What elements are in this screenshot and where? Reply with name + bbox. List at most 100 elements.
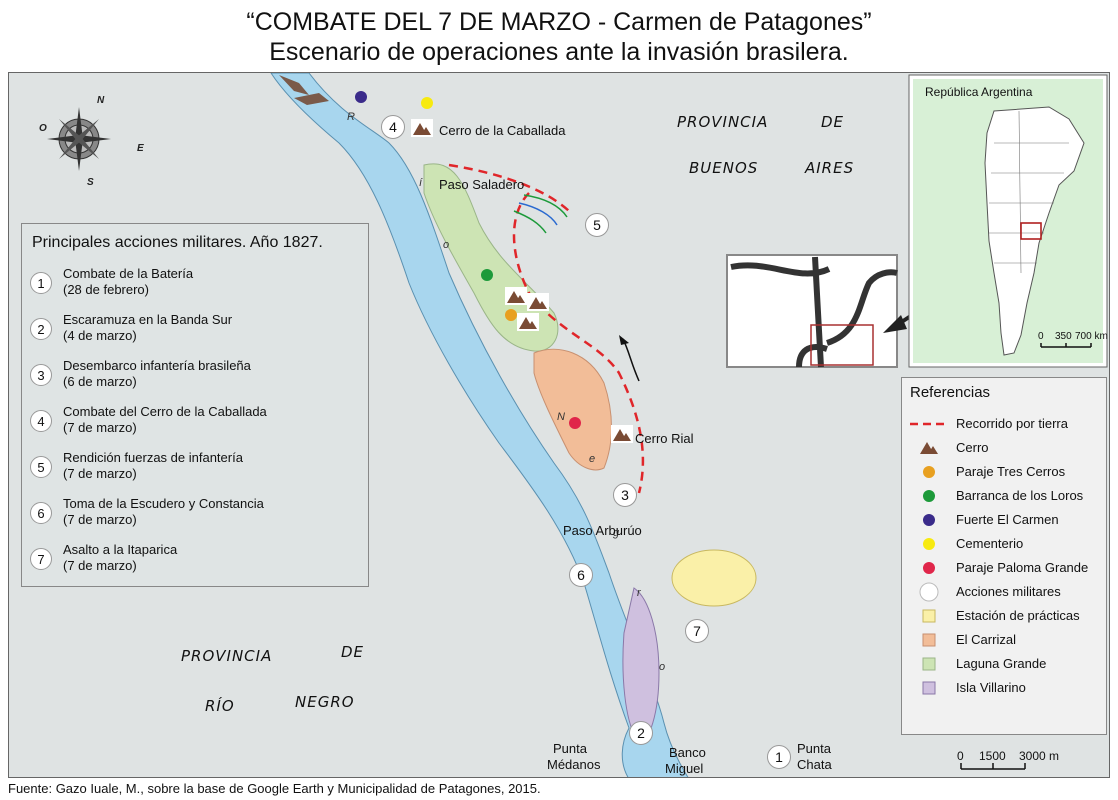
legend-label: El Carrizal — [956, 632, 1016, 647]
references-title: Referencias — [910, 384, 991, 401]
legend-item: Paraje Paloma Grande — [908, 558, 1109, 578]
zoom-inset-highlight — [810, 324, 874, 366]
legend-label: Fuerte El Carmen — [956, 512, 1059, 527]
blue-arrow — [518, 202, 558, 226]
legend-item: Laguna Grande — [908, 654, 1109, 674]
river-letter: e — [589, 453, 596, 465]
legend-item: Barranca de los Loros — [908, 486, 1109, 506]
legend-label: Cerro — [956, 440, 989, 455]
river-letter: r — [637, 587, 641, 599]
green-arrow-2 — [513, 210, 547, 234]
legend-item: Cerro — [908, 438, 1109, 458]
paso-arburuo-label: Paso Arburúo — [563, 523, 642, 538]
white-circle-icon — [919, 582, 939, 602]
map-action-7: 7 — [685, 619, 709, 643]
prov-buenos-aires: PROVINCIA — [677, 113, 769, 131]
prov-buenos-aires: DE — [821, 113, 845, 131]
cerro-rial-label: Cerro Rial — [635, 431, 694, 446]
map-action-4: 4 — [381, 115, 405, 139]
action-name: Escaramuza en la Banda Sur — [63, 312, 233, 327]
action-name: Toma de la Escudero y Constancia — [63, 496, 264, 511]
punta-medanos-label: Punta — [553, 741, 587, 756]
action-date: (7 de marzo) — [63, 466, 137, 481]
mountain-icon — [920, 442, 938, 454]
action-name: Combate del Cerro de la Caballada — [63, 404, 267, 419]
el-carrizal — [533, 348, 612, 471]
river-letter: o — [659, 661, 666, 673]
action-number: 2 — [30, 318, 52, 340]
lilac-square-icon — [922, 681, 936, 695]
action-number: 7 — [30, 548, 52, 570]
compass-o: O — [39, 123, 47, 134]
main-scale-1500: 1500 — [979, 749, 1006, 763]
legend-item: Estación de prácticas — [908, 606, 1109, 626]
action-number: 1 — [30, 272, 52, 294]
legend-label: Isla Villarino — [956, 680, 1026, 695]
yellow-square-icon — [922, 609, 936, 623]
mountain-icon — [517, 313, 539, 331]
dashed-route-icon — [910, 422, 948, 426]
compass-s: S — [87, 177, 94, 188]
main-scale-0: 0 — [957, 749, 964, 763]
inset-scale-700: 700 km — [1075, 331, 1108, 342]
yellow-dot-icon — [923, 538, 935, 550]
green-square-icon — [922, 657, 936, 671]
prov-rio-negro: RÍO — [205, 697, 235, 715]
main-scale-bar — [960, 763, 1026, 770]
legend-label: Recorrido por tierra — [956, 416, 1068, 431]
legend-item: Isla Villarino — [908, 678, 1109, 698]
punta-medanos-label: Médanos — [547, 757, 601, 772]
main-scale-3000: 3000 m — [1019, 749, 1060, 763]
action-date: (4 de marzo) — [63, 328, 137, 343]
action-name: Combate de la Batería — [63, 266, 194, 281]
mountain-icon — [527, 293, 549, 311]
action-date: (28 de febrero) — [63, 282, 149, 297]
legend-item: El Carrizal — [908, 630, 1109, 650]
action-date: (7 de marzo) — [63, 420, 137, 435]
legend-item: Fuerte El Carmen — [908, 510, 1109, 530]
source-caption: Fuente: Gazo Iuale, M., sobre la base de… — [8, 781, 541, 796]
prov-rio-negro: NEGRO — [295, 693, 355, 711]
paso-saladero-label: Paso Saladero — [439, 177, 525, 192]
island-top-1 — [279, 75, 309, 95]
river-letter: í — [419, 177, 423, 189]
prov-buenos-aires: AIRES — [805, 159, 855, 177]
references-legend: Referencias Recorrido por tierra Cerro P… — [901, 377, 1107, 735]
inset-scale-0: 0 — [1038, 331, 1044, 342]
pointer-arrow-head — [883, 315, 907, 333]
zoom-inset-roads — [730, 256, 898, 368]
action-date: (7 de marzo) — [63, 558, 137, 573]
punta-chata-label: Chata — [797, 757, 832, 772]
action-name: Asalto a la Itaparica — [63, 542, 178, 557]
purple-dot-icon — [923, 514, 935, 526]
route-arrow-head — [619, 335, 629, 345]
banco-miguel-label: Miguel — [665, 761, 704, 776]
banco-miguel-label: Banco — [669, 745, 706, 760]
legend-item: Paraje Tres Cerros — [908, 462, 1109, 482]
river-letter: R — [347, 111, 355, 123]
mountain-icon — [411, 119, 433, 137]
legend-label: Paraje Paloma Grande — [956, 560, 1089, 575]
action-name: Desembarco infantería brasileña — [63, 358, 251, 373]
river-letter: g — [613, 527, 620, 539]
map-action-1: 1 — [767, 745, 791, 769]
legend-label: Paraje Tres Cerros — [956, 464, 1066, 479]
action-date: (7 de marzo) — [63, 512, 137, 527]
river-letter: o — [443, 239, 450, 251]
paloma-grande-dot — [569, 417, 581, 429]
map-title-line2: Escenario de operaciones ante la invasió… — [269, 38, 849, 66]
map-action-3: 3 — [613, 483, 637, 507]
legend-item: Acciones militares — [908, 582, 1109, 602]
cementerio-dot — [421, 97, 433, 109]
actions-title: Principales acciones militares. Año 1827… — [32, 234, 323, 251]
barranca-loros-dot — [481, 269, 493, 281]
action-date: (6 de marzo) — [63, 374, 137, 389]
land-route — [448, 163, 645, 494]
compass-rose — [47, 107, 111, 171]
river-letter: N — [557, 411, 565, 423]
orange-square-icon — [922, 633, 936, 647]
legend-label: Cementerio — [956, 536, 1024, 551]
cerro-caballada-label: Cerro de la Caballada — [439, 123, 566, 138]
argentina-provinces — [989, 110, 1069, 274]
inset-scale-bar — [1040, 343, 1092, 348]
